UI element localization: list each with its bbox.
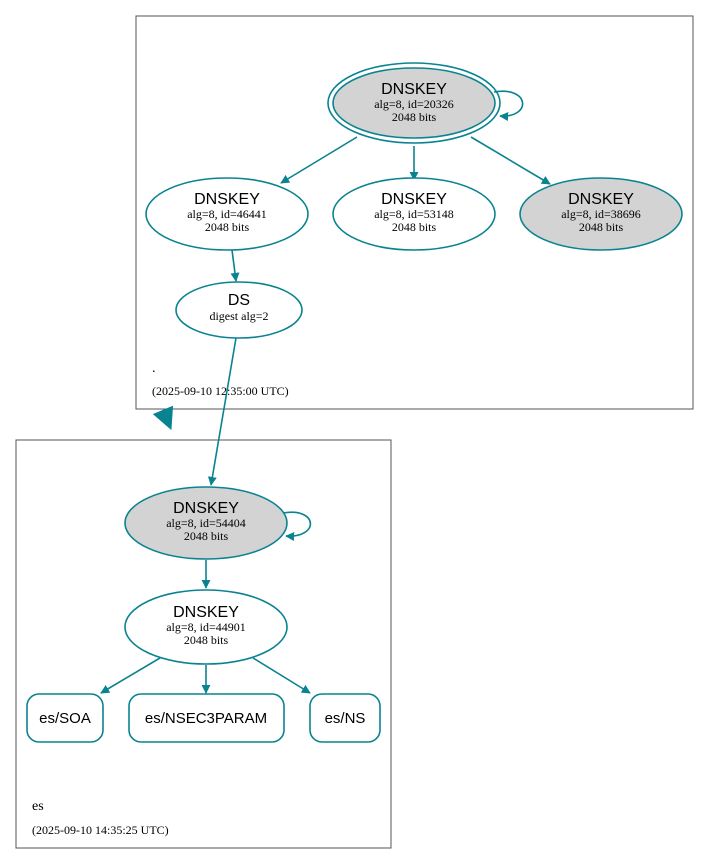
ds-node[interactable]: DS digest alg=2 xyxy=(175,281,303,339)
es-ksk-node[interactable]: DNSKEY alg=8, id=54404 2048 bits xyxy=(124,486,288,560)
es-ksk-line2: 2048 bits xyxy=(184,529,229,543)
root-key3-line1: alg=8, id=38696 xyxy=(561,207,641,221)
root-zone-name: . xyxy=(152,361,156,376)
es-zsk-node[interactable]: DNSKEY alg=8, id=44901 2048 bits xyxy=(124,589,288,665)
root-ksk-line2: 2048 bits xyxy=(392,110,437,124)
root-key3-node[interactable]: DNSKEY alg=8, id=38696 2048 bits xyxy=(519,177,683,251)
delegation-arrow xyxy=(152,405,174,431)
edge-zsk-ns xyxy=(252,657,311,694)
rrset-nsec3param-node[interactable]: es/NSEC3PARAM xyxy=(128,693,285,743)
root-zsk1-line2: 2048 bits xyxy=(205,220,250,234)
root-ksk-title: DNSKEY xyxy=(381,81,447,98)
root-ksk-line1: alg=8, id=20326 xyxy=(374,97,454,111)
es-zone-cluster: es (2025-09-10 14:35:25 UTC) xyxy=(15,439,392,849)
edge-ksk-self xyxy=(493,90,524,121)
es-zsk-title: DNSKEY xyxy=(173,604,239,621)
root-ksk-node[interactable]: DNSKEY alg=8, id=20326 2048 bits xyxy=(327,62,501,144)
root-edges xyxy=(207,90,551,486)
es-ksk-line1: alg=8, id=54404 xyxy=(166,516,246,530)
edge-zsk1-ds xyxy=(230,249,240,282)
es-ksk-title: DNSKEY xyxy=(173,500,239,517)
rrset-ns-label: es/NS xyxy=(325,710,366,727)
root-zsk1-node[interactable]: DNSKEY alg=8, id=46441 2048 bits xyxy=(145,177,309,251)
rrset-soa-label: es/SOA xyxy=(39,710,91,727)
edge-ds-es-ksk xyxy=(207,337,237,486)
edge-zsk-soa xyxy=(100,657,161,694)
root-zone-cluster: . (2025-09-10 12:35:00 UTC) xyxy=(135,15,694,410)
edge-ksk-zsk1 xyxy=(280,136,358,184)
rrset-soa-node[interactable]: es/SOA xyxy=(26,693,104,743)
rrset-nsec3param-label: es/NSEC3PARAM xyxy=(145,710,267,727)
root-zsk2-line1: alg=8, id=53148 xyxy=(374,207,454,221)
ds-line1: digest alg=2 xyxy=(209,309,268,323)
es-zsk-line2: 2048 bits xyxy=(184,633,229,647)
edge-es-ksk-self xyxy=(282,511,312,541)
es-zsk-line1: alg=8, id=44901 xyxy=(166,620,246,634)
root-zsk2-node[interactable]: DNSKEY alg=8, id=53148 2048 bits xyxy=(332,177,496,251)
edge-ksk-key3 xyxy=(470,136,551,185)
es-edges xyxy=(100,511,312,694)
root-zsk2-line2: 2048 bits xyxy=(392,220,437,234)
es-zone-timestamp: (2025-09-10 14:35:25 UTC) xyxy=(32,823,169,837)
root-zsk2-title: DNSKEY xyxy=(381,191,447,208)
root-zsk1-line1: alg=8, id=46441 xyxy=(187,207,267,221)
root-key3-title: DNSKEY xyxy=(568,191,634,208)
es-zone-name: es xyxy=(32,799,44,814)
root-zsk1-title: DNSKEY xyxy=(194,191,260,208)
root-zone-timestamp: (2025-09-10 12:35:00 UTC) xyxy=(152,384,289,398)
ds-title: DS xyxy=(228,292,250,309)
rrset-ns-node[interactable]: es/NS xyxy=(309,693,381,743)
root-key3-line2: 2048 bits xyxy=(579,220,624,234)
